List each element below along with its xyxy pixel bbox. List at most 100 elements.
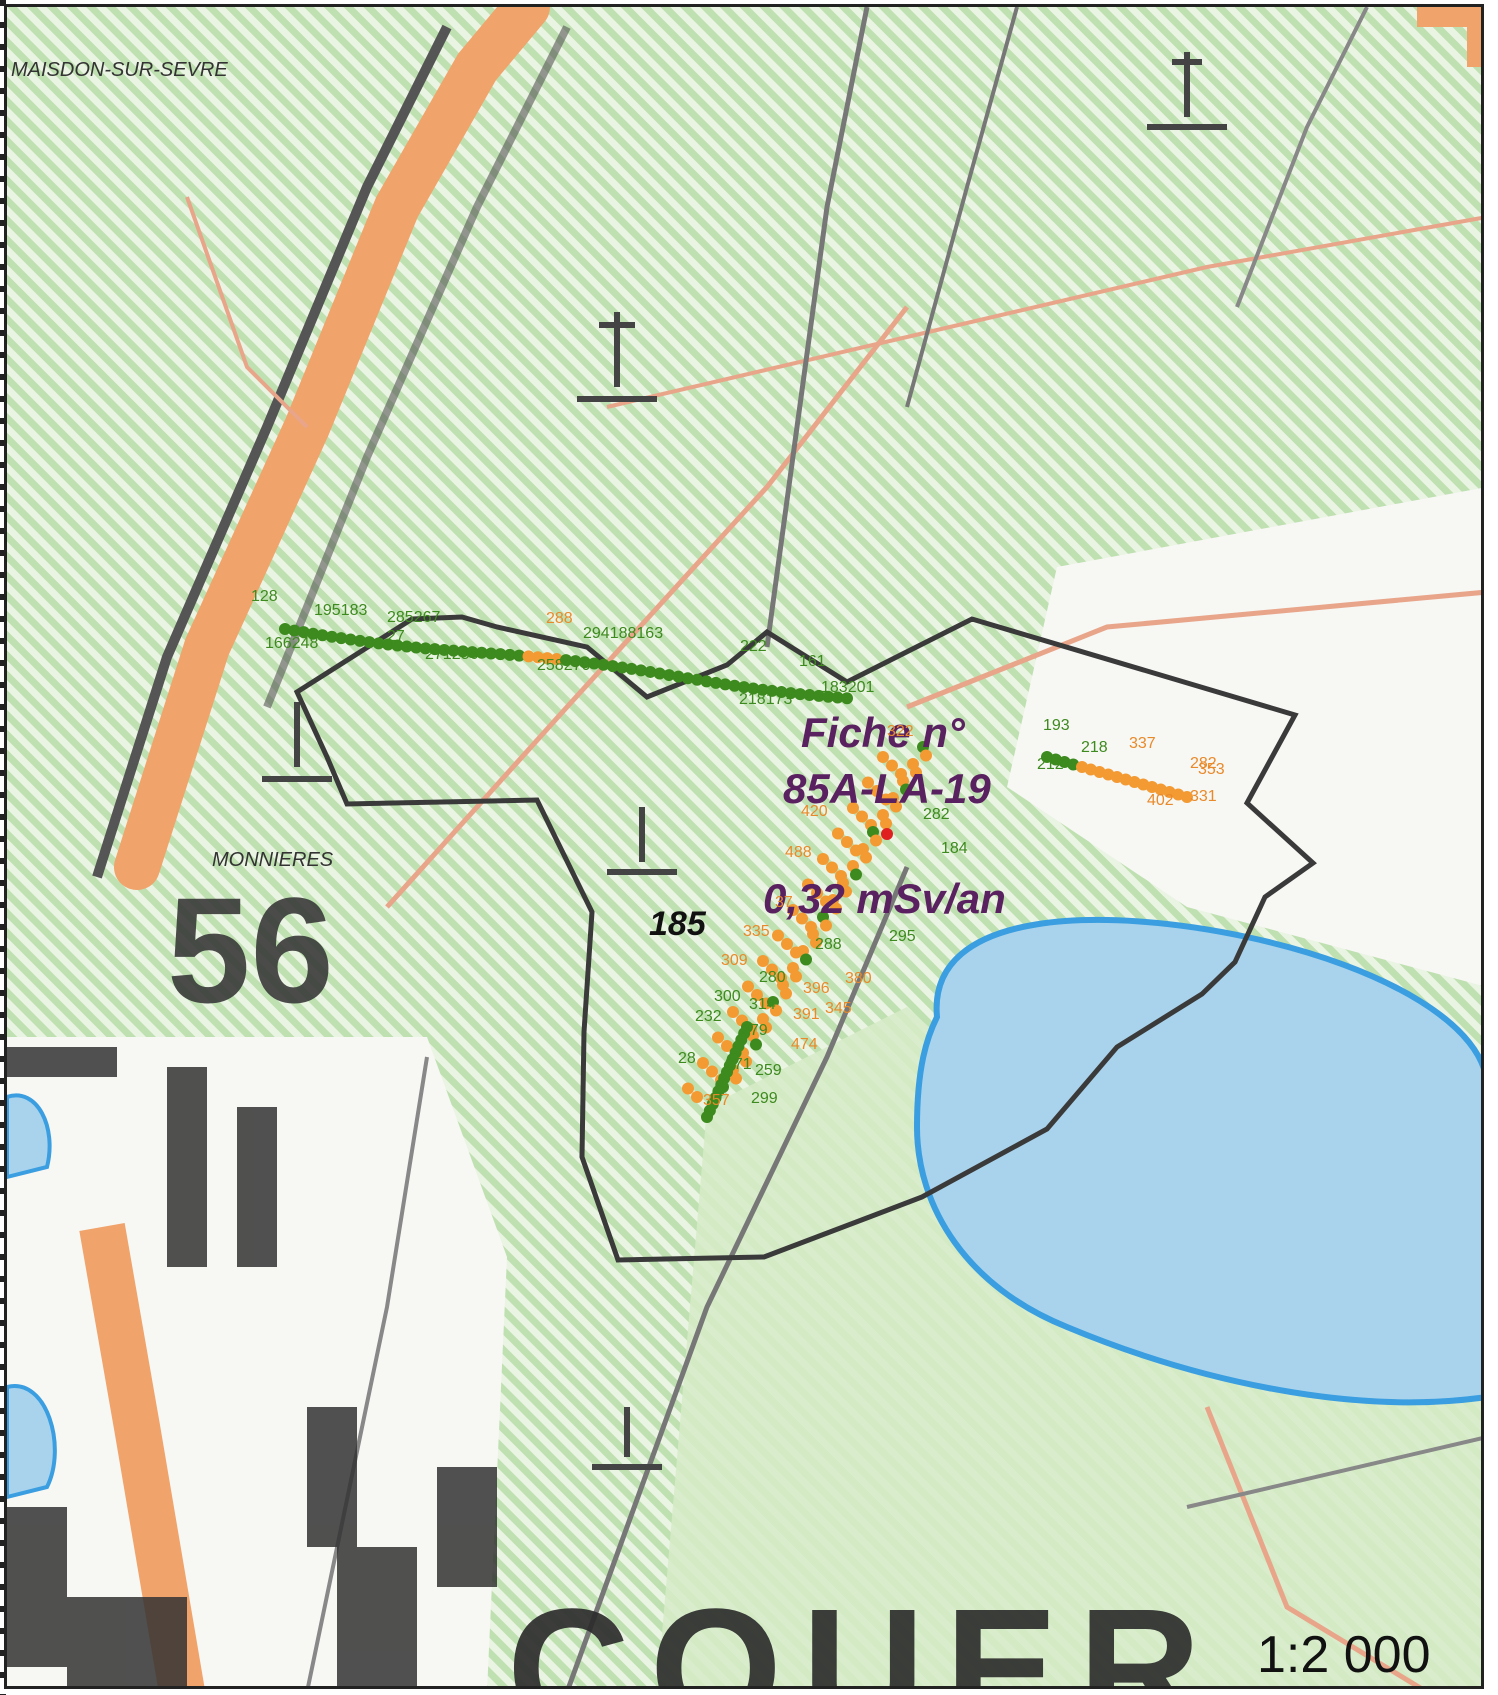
measurement-label: 353 [1198,761,1225,778]
place-name-monnieres: MONNIERES [212,849,334,871]
path-salmon-4 [185,196,309,429]
measurement-point [871,785,883,797]
map-frame[interactable]: 56 COUER MAISDON-SUR-SEVRE MONNIERES 185… [4,4,1484,1689]
water-body [913,916,1481,1406]
measurement-label: 37 [775,894,793,911]
measurement-point [800,953,812,966]
measurement-point [781,938,793,950]
measurement-point [803,689,816,702]
measurement-point [447,644,460,657]
measurement-label: 259 [755,1062,782,1079]
marsh-symbols [262,52,1227,1470]
measurement-label: 288 [546,610,573,627]
measurement-point [325,630,338,643]
measurement-point [344,633,357,646]
measurement-point [428,643,441,656]
measurement-point [701,1111,713,1123]
measurement-point [841,836,853,848]
frame-tick-marks [0,0,6,1695]
measurement-point [410,641,423,654]
measurement-label: 271256 [425,646,479,663]
measurement-label: 195183 [314,602,368,619]
measurement-label: 271 [725,1056,752,1073]
measurement-point [466,646,479,659]
measurement-point [363,636,376,649]
measurement-point [860,851,872,864]
measurement-point [770,1004,782,1017]
measurement-point [727,1006,739,1018]
measurement-point [910,766,922,779]
track-grey-2 [905,7,1019,408]
measurement-label: 282 [923,806,950,823]
measurement-point [810,936,822,949]
measurement-label: 474 [791,1036,818,1053]
measurement-point [841,692,853,705]
measurement-point [870,834,882,847]
measurement-point [830,902,842,915]
measurement-point [578,656,591,669]
track-grey-6 [1186,1436,1481,1509]
path-salmon-1 [385,305,909,909]
measurement-label: 300 [714,988,741,1005]
measurement-label: 222 [740,638,767,655]
measurement-label: 212 [1037,756,1064,773]
measurement-point [697,1057,709,1069]
track-grey-4 [306,1056,429,1686]
measurement-point [531,651,544,664]
measurement-point [822,690,835,703]
measurement-point [653,667,666,680]
measurement-point [719,678,732,691]
measurement-point [494,648,507,661]
measurement-point [730,1072,742,1085]
measurement-point [812,689,825,702]
measurement-point [862,776,874,789]
measurement-point [316,629,329,642]
measurement-point [419,642,432,655]
measurement-point [335,632,348,645]
measurement-point [780,987,792,1000]
path-salmon-2 [906,590,1481,710]
map-scale: 1:2 000 [1257,1626,1431,1684]
measurement-point [772,929,784,942]
measurement-point [817,853,829,865]
measurement-point [820,919,832,932]
measurement-point [709,676,722,689]
commune-number-56: 56 [167,866,334,1034]
white-clearing-east [1007,488,1481,986]
measurement-point [288,624,301,637]
road-edge-left [92,24,452,879]
measurement-label: 161 [799,653,826,670]
measurement-point [550,653,563,666]
measurement-point [569,655,582,668]
measurement-point [740,1055,752,1068]
road-main [114,7,550,890]
measurement-point [756,683,769,696]
measurement-point [900,783,912,796]
measurement-point [847,802,859,814]
measurement-point [766,684,779,697]
water-small-left-2 [7,1384,57,1500]
measurement-label: 218 [1081,739,1108,756]
measurement-point [400,640,413,653]
measurement-label: 299 [751,1090,778,1107]
track-grey-1 [764,7,870,648]
water-small-left [7,1093,52,1180]
road-edge-right [263,25,571,709]
measurement-point [787,904,799,916]
parcel-number: 185 [649,905,706,943]
measurement-point [644,665,657,678]
measurement-point [751,989,763,1001]
measurement-point [737,681,750,694]
measurement-point [712,1031,724,1044]
measurement-point [757,955,769,967]
measurement-point [742,980,754,993]
fiche-title: Fiche n° [801,709,965,756]
measurement-label: 331 [1190,788,1217,805]
measurement-label: 322 [887,723,914,740]
measurement-point [920,749,932,762]
measurement-label: 357 [703,1092,730,1109]
building-blocks [7,1047,497,1686]
dose-value: 0,32 mSv/an [763,875,1006,922]
map-canvas[interactable]: 56 COUER [7,7,1484,1689]
measurement-label: 488 [785,844,812,861]
